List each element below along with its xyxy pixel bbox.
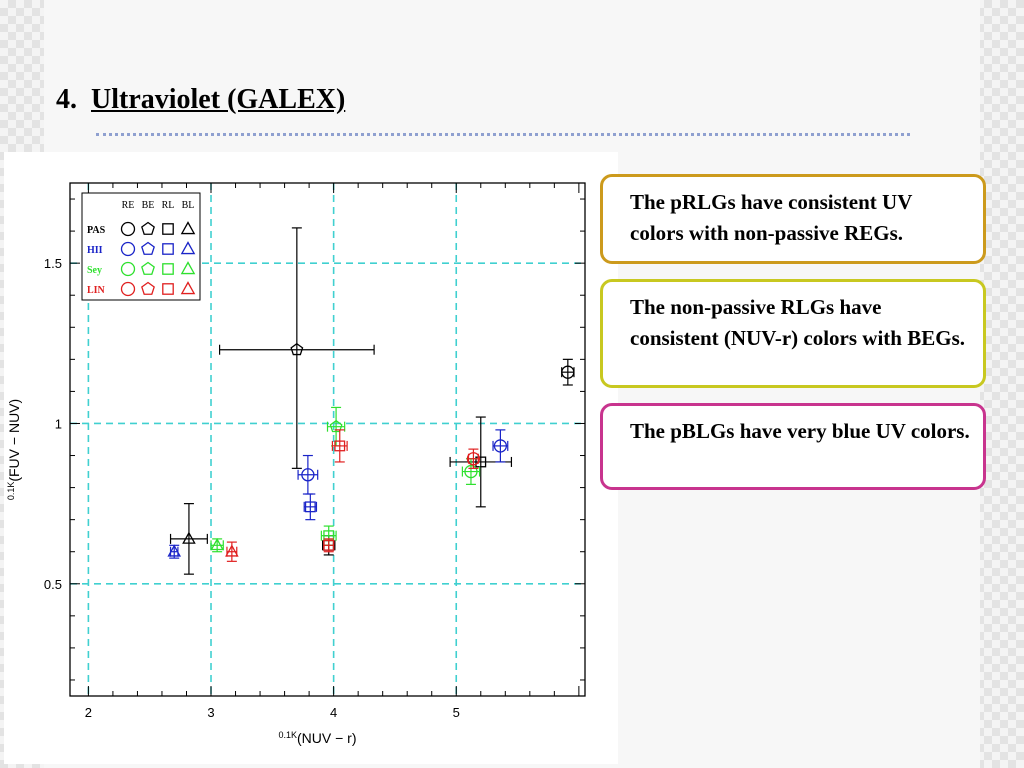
- callout-text: The pRLGs have consistent UV colors with…: [630, 190, 912, 245]
- square-marker: [162, 223, 174, 235]
- title-divider: [96, 133, 910, 136]
- pentagon-marker: [141, 281, 155, 295]
- data-point: [331, 429, 348, 463]
- legend-row-label: PAS: [87, 225, 106, 236]
- title-number: 4.: [56, 84, 77, 115]
- square-marker: [475, 456, 487, 468]
- plot-frame: [69, 182, 586, 697]
- triangle-marker: [180, 281, 196, 295]
- data-point: [461, 458, 481, 485]
- y-tick-label: 1.5: [44, 256, 62, 271]
- pentagon-marker: [329, 419, 343, 433]
- callout-text: The non-passive RLGs have consistent (NU…: [630, 295, 965, 350]
- triangle-marker: [225, 544, 239, 557]
- x-tick-label: 3: [207, 705, 214, 720]
- circle-marker: [120, 281, 136, 297]
- square-marker: [304, 501, 316, 513]
- circle-marker: [120, 261, 136, 277]
- callout-box-pblg: The pBLGs have very blue UV colors.: [600, 403, 986, 490]
- data-point: [297, 454, 319, 495]
- circle-marker: [561, 365, 575, 379]
- data-point: [167, 544, 182, 559]
- callout-text: The pBLGs have very blue UV colors.: [630, 419, 970, 443]
- circle-marker: [464, 464, 478, 479]
- data-point: [492, 429, 509, 463]
- x-tick-label: 4: [330, 705, 337, 720]
- pentagon-marker: [290, 342, 304, 356]
- triangle-marker: [182, 531, 196, 544]
- title-text: Ultraviolet (GALEX): [91, 84, 346, 115]
- circle-marker: [493, 439, 508, 453]
- square-marker: [334, 440, 346, 452]
- data-point: [303, 493, 318, 521]
- legend-column-header: BL: [182, 200, 195, 211]
- scatter-plot: 2 3 4 5 0.5 1 1.5 0.1K(NUV − r) 0.1K(FUV − NUV) R…: [6, 182, 586, 746]
- data-point: [561, 358, 575, 386]
- square-marker: [162, 243, 174, 255]
- y-tick-label: 0.5: [44, 577, 62, 592]
- data-point: [218, 227, 375, 469]
- square-marker: [323, 539, 335, 551]
- legend-column-header: RL: [162, 200, 175, 211]
- triangle-marker: [180, 261, 196, 275]
- pentagon-marker: [141, 261, 155, 275]
- x-axis-label: 0.1K(NUV − r): [278, 730, 356, 746]
- pentagon-marker: [141, 221, 155, 235]
- triangle-marker: [210, 537, 224, 551]
- circle-marker: [120, 221, 136, 237]
- callout-box-prlg: The pRLGs have consistent UV colors with…: [600, 174, 986, 264]
- legend-row-label: LIN: [87, 285, 106, 296]
- circle-marker: [120, 241, 136, 257]
- square-marker: [162, 263, 174, 275]
- legend-row-label: Sey: [87, 265, 102, 276]
- data-point: [225, 541, 239, 562]
- slide-title: 4. Ultraviolet (GALEX): [56, 84, 345, 116]
- y-tick-label: 1: [55, 416, 62, 431]
- circle-marker: [301, 468, 315, 482]
- circle-marker: [466, 452, 481, 466]
- data-point: [466, 448, 481, 469]
- data-point: [323, 538, 335, 553]
- legend-column-header: BE: [142, 200, 155, 211]
- triangle-marker: [180, 221, 196, 235]
- x-tick-label: 2: [85, 705, 92, 720]
- square-marker: [162, 283, 174, 295]
- chart-figure: 2 3 4 5 0.5 1 1.5 0.1K(NUV − r) 0.1K(FUV − NUV) R…: [4, 152, 618, 764]
- data-point: [210, 537, 224, 553]
- callout-box-rlg: The non-passive RLGs have consistent (NU…: [600, 279, 986, 388]
- pentagon-marker: [141, 241, 155, 255]
- legend-column-header: RE: [122, 200, 135, 211]
- legend-box: [81, 192, 201, 301]
- data-point: [326, 406, 346, 447]
- x-tick-label: 5: [453, 705, 460, 720]
- data-point: [169, 503, 208, 575]
- triangle-marker: [167, 544, 182, 557]
- legend-row-label: HII: [87, 245, 103, 256]
- y-axis-label: 0.1K(FUV − NUV): [6, 399, 22, 500]
- triangle-marker: [180, 241, 196, 255]
